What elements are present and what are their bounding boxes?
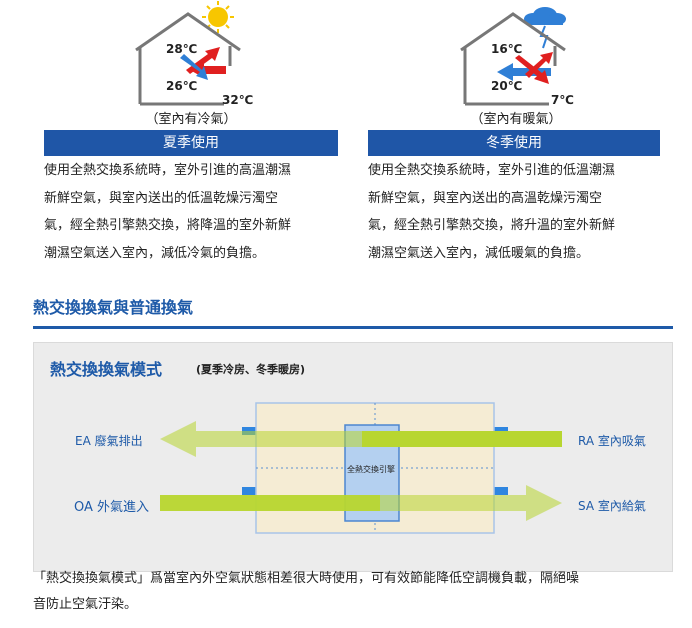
sun-icon	[202, 1, 234, 33]
exhaust-arrow	[160, 421, 562, 457]
summer-temp-top: 28℃	[166, 42, 197, 56]
summer-temp-out: 32℃	[222, 93, 253, 107]
mode-subtitle: (夏季冷房、冬季暖房)	[196, 363, 306, 376]
winter-desc-line: 新鮮空氣，與室內送出的高溫乾燥污濁空	[368, 190, 603, 206]
summer-desc-line: 氣，經全熱引擎熱交換，將降溫的室外新鮮	[44, 218, 292, 233]
summer-house-illustration: 28℃ 26℃ 32℃	[135, 1, 253, 107]
winter-desc-line: 潮濕空氣送入室內，減低暖氣的負擔。	[368, 245, 590, 261]
house-outline	[460, 12, 566, 106]
section-divider	[33, 326, 673, 329]
core-label: 全熱交換引擎	[347, 465, 395, 474]
summer-caption: （室內有冷氣）	[145, 112, 237, 127]
sa-label: SA 室內給氣	[578, 499, 646, 513]
winter-description: 使用全熱交換系統時，室外引進的低溫潮濕 新鮮空氣，與室內送出的高溫乾燥污濁空 氣…	[368, 157, 615, 267]
summer-bar: 夏季使用	[44, 130, 338, 156]
summer-desc-line: 新鮮空氣，與室內送出的低溫乾燥污濁空	[44, 190, 279, 206]
section-title: 熱交換換氣與普通換氣	[33, 298, 194, 317]
winter-house-illustration: 16℃ 20℃ 7℃	[460, 7, 574, 107]
summer-desc-line: 潮濕空氣送入室內，減低冷氣的負擔。	[44, 245, 266, 261]
summer-temp-mid: 26℃	[166, 79, 197, 93]
winter-temp-out: 7℃	[551, 93, 574, 107]
oa-label: OA 外氣進入	[74, 500, 150, 515]
bottom-paragraph: 「熱交換換氣模式」爲當室內外空氣狀態相差很大時使用，可有效節能降低空調機負載，隔…	[33, 566, 678, 618]
winter-caption: （室內有暖氣）	[470, 112, 562, 127]
exchanger-unit-graphic	[160, 402, 562, 534]
bottom-line: 「熱交換換氣模式」爲當室內外空氣狀態相差很大時使用，可有效節能降低空調機負載，隔…	[33, 571, 580, 586]
ea-label: EA 廢氣排出	[75, 434, 143, 448]
winter-temp-top: 16℃	[491, 42, 522, 56]
ra-label: RA 室內吸氣	[578, 434, 646, 448]
summer-description: 使用全熱交換系統時，室外引進的高溫潮濕 新鮮空氣，與室內送出的低溫乾燥污濁空 氣…	[44, 157, 291, 267]
airflow-arrows	[180, 47, 226, 80]
airflow-arrows	[497, 52, 553, 84]
winter-desc-line: 使用全熱交換系統時，室外引進的低溫潮濕	[368, 163, 616, 178]
winter-temp-mid: 20℃	[491, 79, 522, 93]
winter-desc-line: 氣，經全熱引擎熱交換，將升溫的室外新鮮	[368, 218, 616, 233]
summer-desc-line: 使用全熱交換系統時，室外引進的高溫潮濕	[44, 163, 292, 178]
winter-bar: 冬季使用	[368, 130, 660, 156]
house-outline	[135, 12, 241, 106]
bottom-line: 音防止空氣汙染。	[33, 597, 138, 612]
mode-title: 熱交換換氣模式	[50, 360, 163, 379]
